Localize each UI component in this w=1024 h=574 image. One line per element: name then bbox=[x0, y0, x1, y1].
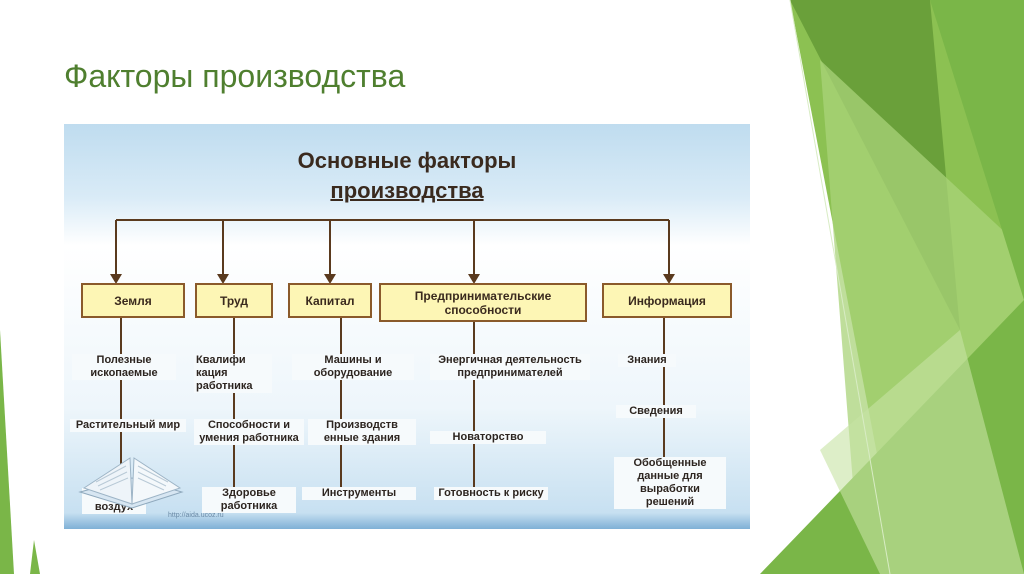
diagram-title-line1: Основные факторы bbox=[297, 148, 517, 173]
factor-box-predpr: Предпринимательские способности bbox=[379, 283, 587, 322]
item-zemlya-1: Полезные ископаемые bbox=[72, 354, 176, 380]
factors-diagram: Основные факторы производства Земля Труд… bbox=[64, 124, 750, 529]
open-book-illustration bbox=[78, 457, 184, 509]
factor-box-trud: Труд bbox=[195, 283, 273, 318]
watermark-url: http://aida.ucoz.ru bbox=[168, 512, 224, 519]
slide-title: Факторы производства bbox=[64, 58, 406, 94]
item-trud-2: Способности и умения работника bbox=[194, 419, 304, 445]
item-kapital-1: Машины и оборудование bbox=[292, 354, 414, 380]
left-green-strip bbox=[0, 330, 14, 574]
left-green-accent bbox=[30, 540, 40, 574]
decor-line bbox=[789, 0, 891, 574]
arrow-info bbox=[663, 274, 675, 284]
arrow-predpr bbox=[468, 274, 480, 284]
diagram-title-line2: производства bbox=[330, 178, 484, 203]
factor-box-info: Информация bbox=[602, 283, 732, 318]
bottom-light-triangle bbox=[820, 330, 1024, 574]
right-top-triangle bbox=[930, 0, 1024, 300]
item-trud-1: Квалифи кация работника bbox=[194, 354, 272, 393]
item-zemlya-2: Растительный мир bbox=[70, 419, 186, 432]
item-predpr-2: Новаторство bbox=[430, 431, 546, 444]
arrow-kapital bbox=[324, 274, 336, 284]
item-predpr-1: Энергичная деятельность предпринимателей bbox=[430, 354, 590, 380]
arrow-trud bbox=[217, 274, 229, 284]
item-kapital-2: Производств енные здания bbox=[308, 419, 416, 445]
factor-box-kapital: Капитал bbox=[288, 283, 372, 318]
item-kapital-3: Инструменты bbox=[302, 487, 416, 500]
item-predpr-3: Готовность к риску bbox=[434, 487, 548, 500]
item-info-1: Знания bbox=[618, 354, 676, 367]
diagram-title: Основные факторы производства bbox=[64, 146, 750, 206]
item-trud-3: Здоровье работника bbox=[202, 487, 296, 513]
factor-box-zemlya: Земля bbox=[81, 283, 185, 318]
item-info-2: Сведения bbox=[616, 405, 696, 418]
arrow-zemlya bbox=[110, 274, 122, 284]
item-info-3: Обобщенные данные для выработки решений bbox=[614, 457, 726, 509]
